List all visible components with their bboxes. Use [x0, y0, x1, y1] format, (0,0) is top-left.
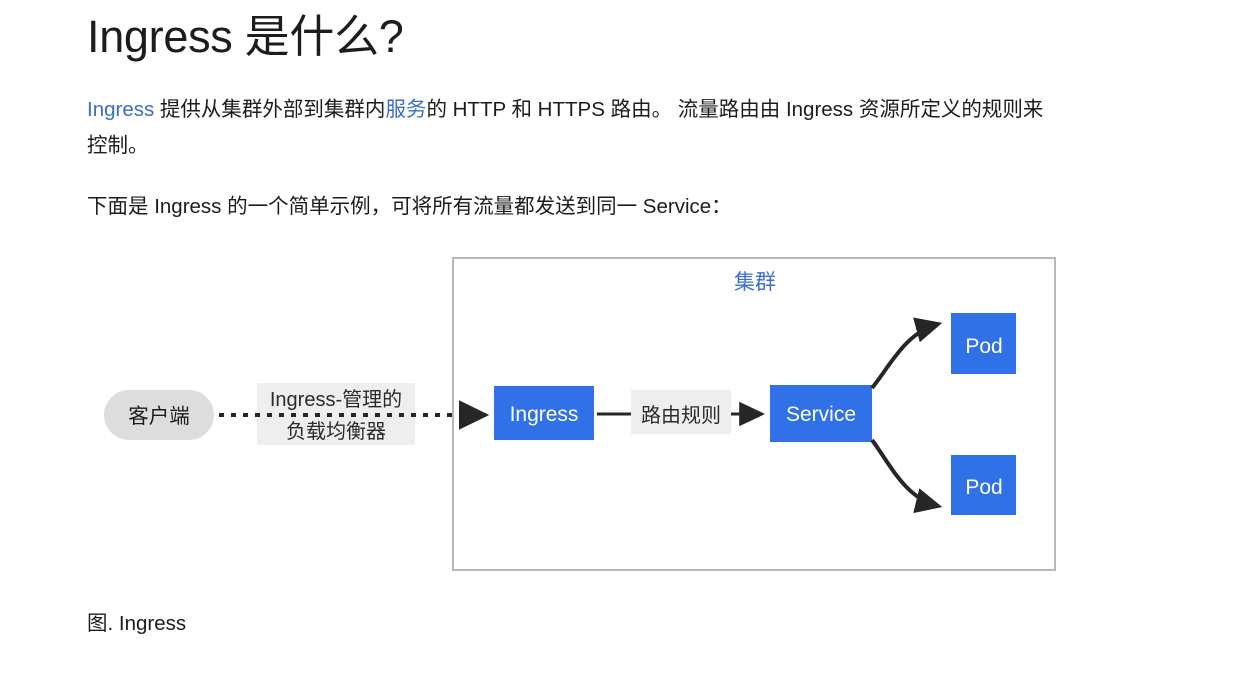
routing-rule-label: 路由规则: [641, 404, 721, 427]
cluster-label: 集群: [734, 271, 776, 294]
ingress-node-box: [494, 386, 594, 440]
example-paragraph: 下面是 Ingress 的一个简单示例，可将所有流量都发送到同一 Service…: [87, 195, 732, 218]
client-label: 客户端: [128, 405, 190, 428]
ingress-node-label: Ingress: [510, 403, 579, 426]
service-to-pod-top-arrow: [870, 317, 943, 390]
loadbalancer-label-line2: 负载均衡器: [286, 420, 386, 443]
ingress-diagram-figure: 集群 客户端 Ingress-管理的 负载均衡器 Ingress 路由规则 Se…: [0, 248, 1100, 588]
pod-bottom-box: [951, 455, 1016, 515]
client-pill: [104, 390, 214, 440]
figure-caption: 图. Ingress: [87, 612, 187, 635]
pod-top-box: [951, 313, 1016, 374]
loadbalancer-label-line1: Ingress-管理的: [270, 388, 402, 411]
intro-paragraph: Ingress 提供从集群外部到集群内服务的 HTTP 和 HTTPS 路由。 …: [87, 92, 1062, 165]
service-node-box: [770, 385, 872, 442]
pod-bottom-label: Pod: [965, 476, 1002, 499]
service-node-label: Service: [786, 403, 856, 426]
para1-tail-text: 的 HTTP 和 HTTPS 路由。 流量路由由 Ingress 资源所定义的规…: [87, 98, 1044, 158]
para1-mid-text: 提供从集群外部到集群内: [154, 98, 386, 121]
article-content: Ingress 是什么? Ingress 提供从集群外部到集群内服务的 HTTP…: [87, 0, 1087, 218]
ingress-link[interactable]: Ingress: [87, 98, 155, 121]
service-to-pod-bottom-arrow: [870, 438, 943, 514]
page-title: Ingress 是什么?: [87, 11, 404, 62]
service-link[interactable]: 服务: [385, 98, 427, 121]
pod-top-label: Pod: [965, 335, 1002, 358]
routing-rule-label-highlight: [631, 390, 731, 434]
ingress-diagram-svg: 集群 客户端 Ingress-管理的 负载均衡器 Ingress 路由规则 Se…: [104, 257, 1056, 571]
